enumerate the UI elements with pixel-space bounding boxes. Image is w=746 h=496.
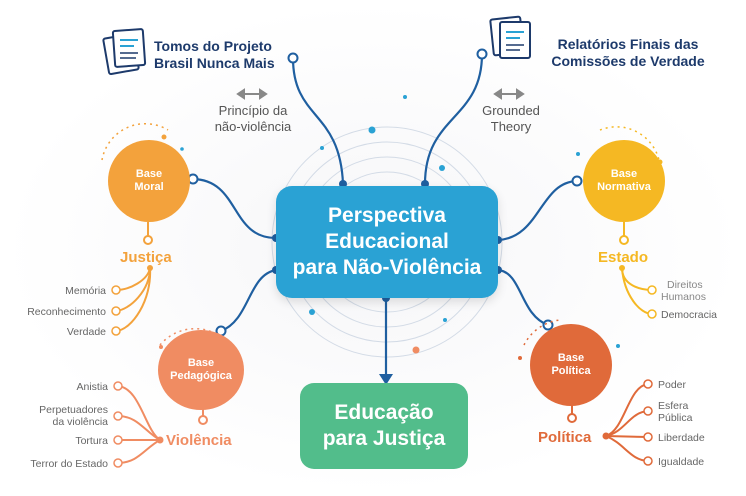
document-icon-right xyxy=(489,15,531,59)
item-perpetuadores: Perpetuadores da violência xyxy=(14,404,108,428)
method-right-line1: Grounded xyxy=(482,103,540,118)
document-icon-left xyxy=(102,28,147,76)
base-moral: Base Moral xyxy=(108,140,190,222)
result-line1: Educação xyxy=(334,401,434,424)
method-left: Princípio da não-violência xyxy=(198,103,308,135)
center-line2: Educacional xyxy=(325,230,449,253)
base-politica: Base Política xyxy=(530,324,612,406)
category-estado: Estado xyxy=(598,249,649,266)
item-igualdade: Igualdade xyxy=(658,456,705,468)
item-perpetuadores-line2: da violência xyxy=(52,416,108,428)
base-moral-line1: Base xyxy=(135,168,163,180)
item-direitos: Direitos Humanos xyxy=(661,279,706,303)
base-moral-line2: Moral xyxy=(134,181,164,193)
category-violencia: Violência xyxy=(166,432,232,449)
result-line2: para Justiça xyxy=(322,427,446,450)
item-reconhecimento: Reconhecimento xyxy=(27,306,106,318)
item-liberdade: Liberdade xyxy=(658,432,705,444)
category-justica: Justiça xyxy=(120,249,172,266)
item-memoria: Memória xyxy=(65,285,106,297)
method-right-line2: Theory xyxy=(490,119,532,134)
item-direitos-line1: Direitos xyxy=(667,279,703,291)
item-tortura: Tortura xyxy=(75,435,108,447)
item-esfera-publica: Esfera Pública xyxy=(658,400,692,424)
center-line1: Perspectiva xyxy=(328,204,446,227)
item-direitos-line2: Humanos xyxy=(661,291,706,303)
item-esfera-line1: Esfera xyxy=(658,400,689,412)
result-box: Educação para Justiça xyxy=(300,383,468,469)
base-normativa-line1: Base xyxy=(610,168,638,180)
item-esfera-line2: Pública xyxy=(658,412,693,424)
item-democracia: Democracia xyxy=(661,309,718,321)
base-normativa: Base Normativa xyxy=(583,140,665,222)
method-left-line2: não-violência xyxy=(214,119,292,134)
item-perpetuadores-line1: Perpetuadores xyxy=(39,404,108,416)
method-left-line1: Princípio da xyxy=(218,103,288,118)
item-verdade: Verdade xyxy=(66,326,106,338)
base-pedagogica-line1: Base xyxy=(187,357,215,369)
item-anistia: Anistia xyxy=(76,381,108,393)
source-title-left-line1: Tomos do Projeto xyxy=(154,38,272,54)
source-title-right: Relatórios Finais das Comissões de Verda… xyxy=(538,36,718,70)
item-terror-do-estado: Terror do Estado xyxy=(30,458,108,470)
center-box: Perspectiva Educacional para Não-Violênc… xyxy=(276,186,498,298)
source-title-left: Tomos do Projeto Brasil Nunca Mais xyxy=(154,38,275,72)
base-normativa-line2: Normativa xyxy=(597,181,651,193)
source-title-right-line2: Comissões de Verdade xyxy=(551,53,705,69)
category-politica: Política xyxy=(538,429,592,446)
source-title-right-line1: Relatórios Finais das xyxy=(557,36,699,52)
base-politica-line2: Política xyxy=(551,365,591,377)
base-pedagogica-line2: Pedagógica xyxy=(170,370,232,382)
item-poder: Poder xyxy=(658,379,687,391)
base-pedagogica: Base Pedagógica xyxy=(158,330,244,410)
source-title-left-line2: Brasil Nunca Mais xyxy=(154,55,275,71)
base-politica-line1: Base xyxy=(557,352,585,364)
method-right: Grounded Theory xyxy=(476,103,546,135)
center-line3: para Não-Violência xyxy=(292,256,482,279)
